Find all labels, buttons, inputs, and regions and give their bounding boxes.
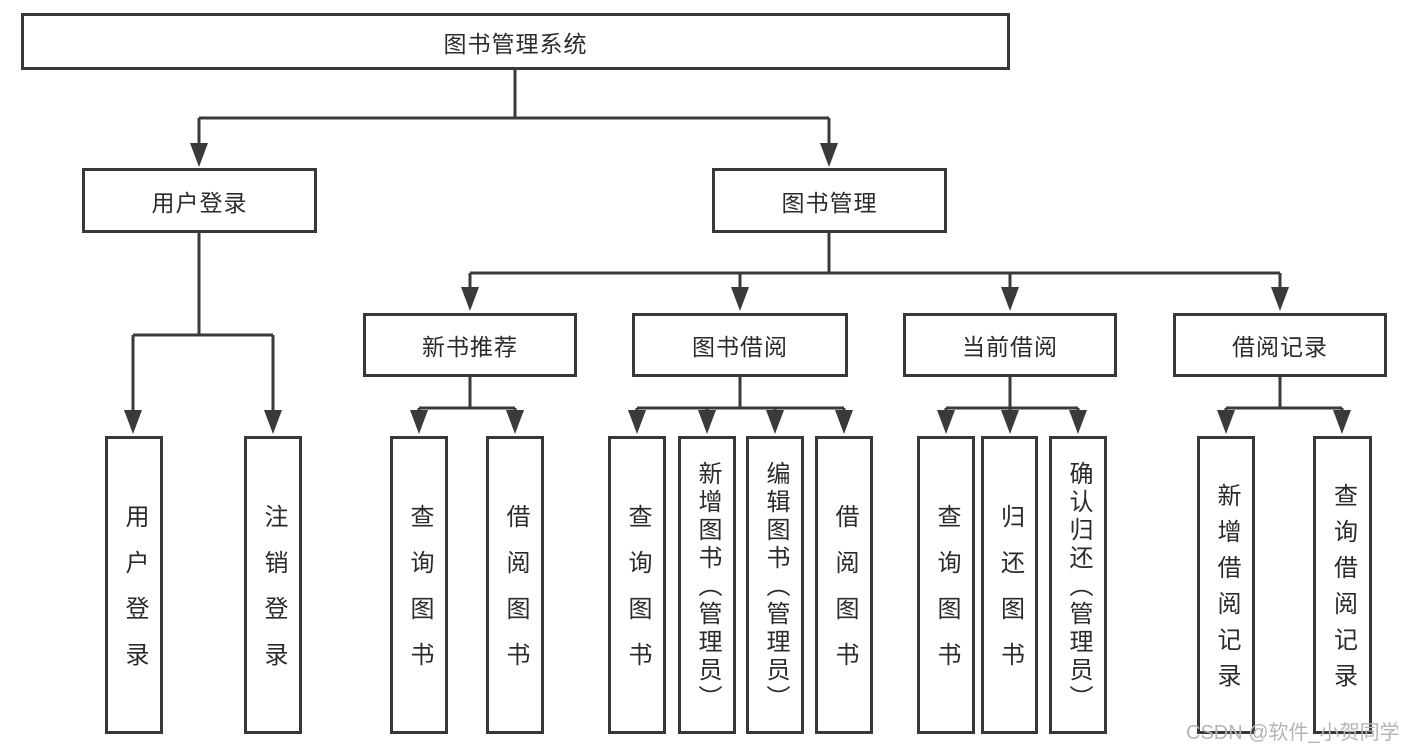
node-book-borrowing: 图书借阅 [632,313,848,377]
leaf-return-books: 归还图书 [981,436,1038,734]
node-label: 图书管理 [781,189,878,216]
node-new-book-recommend: 新书推荐 [363,313,577,377]
node-label: 新书推荐 [422,334,518,360]
node-user-login: 用户登录 [82,168,317,233]
leaf-label: 编辑图书（管理员） [762,461,789,713]
node-current-borrowing: 当前借阅 [903,313,1117,377]
leaf-query-books-recommend: 查询图书 [390,436,448,734]
node-label: 借阅记录 [1232,334,1328,360]
node-label: 图书管理系统 [443,30,588,57]
leaf-user-login: 用户登录 [105,436,163,734]
leaf-borrow-books: 借阅图书 [815,436,873,734]
node-root-system: 图书管理系统 [21,13,1010,70]
leaf-edit-books-admin: 编辑图书（管理员） [746,436,804,734]
leaf-label: 查询借阅记录 [1329,483,1357,699]
leaf-label: 确认归还（管理员） [1065,461,1092,713]
leaf-logout: 注销登录 [244,436,302,734]
leaf-query-books-current: 查询图书 [917,436,975,734]
leaf-add-borrow-record: 新增借阅记录 [1197,436,1255,734]
leaf-label: 新增借阅记录 [1213,483,1240,699]
leaf-label: 归还图书 [996,504,1024,688]
leaf-label: 注销登录 [260,504,287,688]
leaf-borrow-books-recommend: 借阅图书 [486,436,544,734]
leaf-query-books-borrowing: 查询图书 [608,436,666,734]
leaf-label: 查询图书 [933,504,960,688]
leaf-label: 查询图书 [406,504,433,688]
leaf-query-borrow-record: 查询借阅记录 [1313,436,1372,734]
node-label: 图书借阅 [692,334,788,360]
leaf-label: 借阅图书 [502,504,529,688]
node-label: 用户登录 [151,189,248,216]
leaf-confirm-return-admin: 确认归还（管理员） [1049,436,1107,734]
leaf-label: 查询图书 [624,504,651,688]
leaf-add-books-admin: 新增图书（管理员） [678,436,736,734]
leaf-label: 借阅图书 [831,504,858,688]
node-book-management: 图书管理 [712,168,947,233]
leaf-label: 用户登录 [121,504,148,688]
csdn-watermark: CSDN @软件_小贺同学 [1186,722,1400,744]
node-label: 当前借阅 [962,334,1058,360]
leaf-label: 新增图书（管理员） [694,461,721,713]
node-borrowing-records: 借阅记录 [1173,313,1387,377]
